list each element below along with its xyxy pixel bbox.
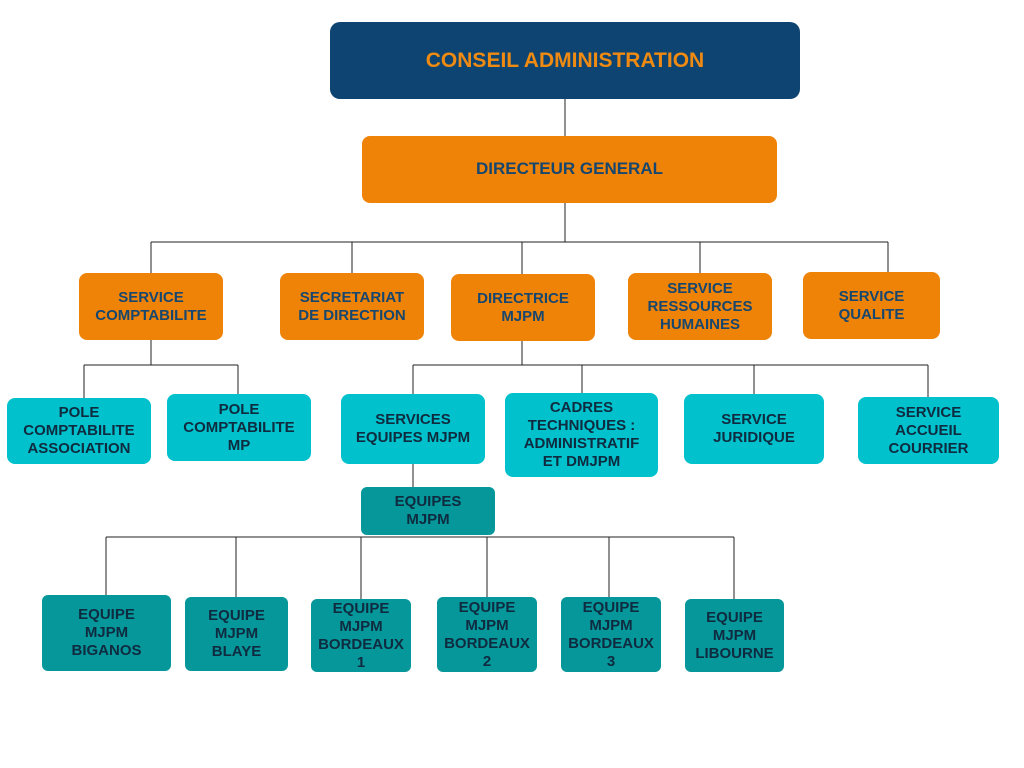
node-directrice-mjpm: DIRECTRICE MJPM: [451, 274, 595, 341]
node-pole-comptabilite-association: POLE COMPTABILITE ASSOCIATION: [7, 398, 151, 464]
node-directeur-general: DIRECTEUR GENERAL: [362, 136, 777, 203]
node-conseil-administration: CONSEIL ADMINISTRATION: [330, 22, 800, 99]
node-service-juridique: SERVICE JURIDIQUE: [684, 394, 824, 464]
node-label: CONSEIL ADMINISTRATION: [425, 48, 705, 72]
node-label: POLE COMPTABILITE ASSOCIATION: [23, 404, 135, 457]
node-cadres-techniques: CADRES TECHNIQUES : ADMINISTRATIF ET DMJ…: [505, 393, 658, 477]
node-label: SERVICE JURIDIQUE: [713, 411, 795, 446]
node-label: SERVICE COMPTABILITE: [95, 288, 207, 324]
node-secretariat-direction: SECRETARIAT DE DIRECTION: [280, 273, 424, 340]
node-label: DIRECTRICE MJPM: [477, 289, 569, 325]
node-label: CADRES TECHNIQUES : ADMINISTRATIF ET DMJ…: [523, 399, 640, 470]
node-equipe-biganos: EQUIPE MJPM BIGANOS: [42, 595, 171, 671]
node-service-comptabilite: SERVICE COMPTABILITE: [79, 273, 223, 340]
node-service-ressources-humaines: SERVICE RESSOURCES HUMAINES: [628, 273, 772, 340]
node-label: EQUIPE MJPM BORDEAUX 3: [568, 598, 654, 670]
node-label: SERVICE QUALITE: [838, 287, 905, 323]
node-service-accueil-courrier: SERVICE ACCUEIL COURRIER: [858, 397, 999, 464]
node-label: POLE COMPTABILITE MP: [183, 400, 295, 454]
node-label: EQUIPES MJPM: [394, 493, 462, 528]
node-equipe-bordeaux-1: EQUIPE MJPM BORDEAUX 1: [311, 599, 411, 672]
node-label: EQUIPE MJPM BORDEAUX 1: [318, 599, 404, 671]
node-equipe-bordeaux-2: EQUIPE MJPM BORDEAUX 2: [437, 597, 537, 672]
node-label: EQUIPE MJPM BORDEAUX 2: [444, 598, 530, 670]
node-pole-comptabilite-mp: POLE COMPTABILITE MP: [167, 394, 311, 461]
node-label: SERVICE RESSOURCES HUMAINES: [647, 279, 753, 333]
node-label: EQUIPE MJPM BLAYE: [208, 607, 265, 660]
node-label: EQUIPE MJPM BIGANOS: [71, 606, 142, 659]
node-service-qualite: SERVICE QUALITE: [803, 272, 940, 339]
node-label: DIRECTEUR GENERAL: [475, 159, 663, 179]
node-equipe-blaye: EQUIPE MJPM BLAYE: [185, 597, 288, 671]
node-label: EQUIPE MJPM LIBOURNE: [695, 608, 774, 662]
node-equipes-mjpm: EQUIPES MJPM: [361, 487, 495, 535]
node-equipe-libourne: EQUIPE MJPM LIBOURNE: [685, 599, 784, 672]
node-label: SECRETARIAT DE DIRECTION: [298, 288, 406, 324]
node-equipe-bordeaux-3: EQUIPE MJPM BORDEAUX 3: [561, 597, 661, 672]
node-label: SERVICES EQUIPES MJPM: [355, 411, 471, 446]
node-label: SERVICE ACCUEIL COURRIER: [888, 403, 969, 457]
node-services-equipes-mjpm: SERVICES EQUIPES MJPM: [341, 394, 485, 464]
